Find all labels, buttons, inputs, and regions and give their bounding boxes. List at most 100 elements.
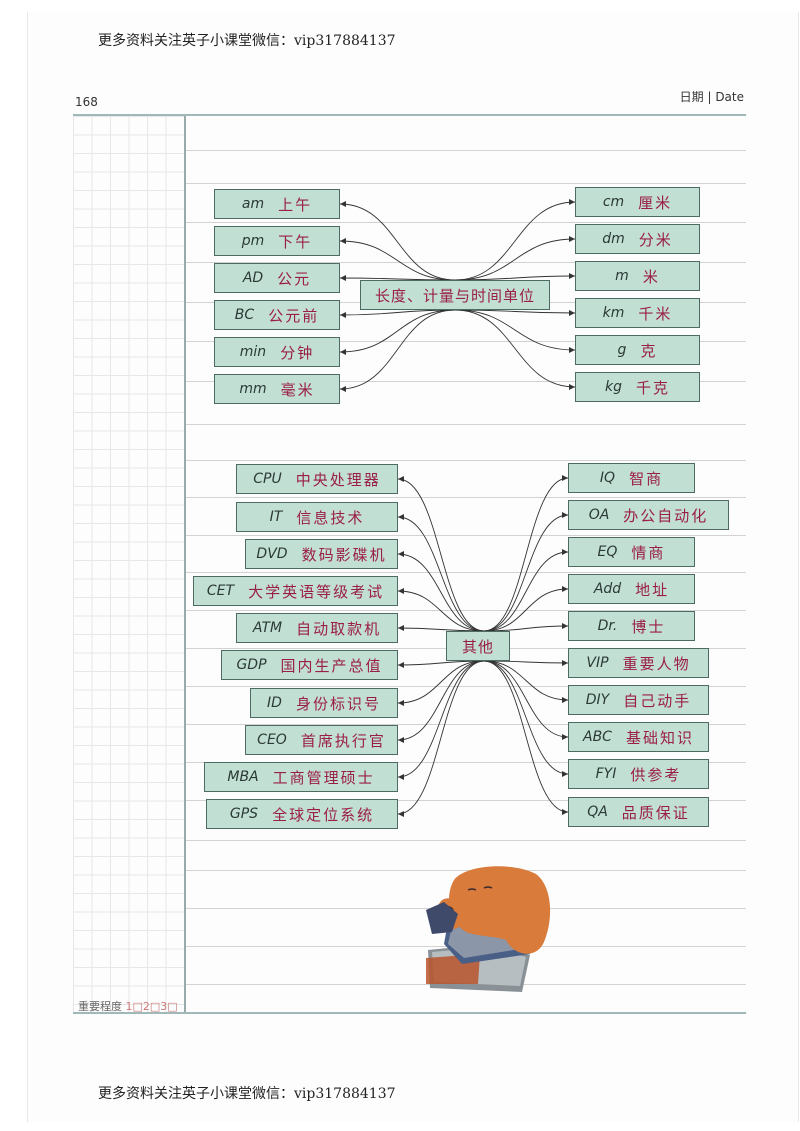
arrowhead <box>562 586 568 592</box>
arrowhead <box>562 734 568 740</box>
connector-curve <box>483 514 569 632</box>
abbreviation: OA <box>588 507 610 523</box>
abbreviation: ATM <box>252 620 283 636</box>
abbreviation: FYI <box>595 766 617 782</box>
abbreviation: Add <box>593 581 622 597</box>
connector-curve <box>454 238 576 281</box>
chinese-meaning: 供参考 <box>630 765 682 784</box>
arrowhead <box>398 700 404 706</box>
chinese-meaning: 下午 <box>278 232 313 251</box>
arrowhead <box>562 549 568 555</box>
abbreviation: min <box>239 344 267 360</box>
chinese-meaning: 上午 <box>278 195 313 214</box>
header-rule <box>73 114 746 116</box>
connector-curve <box>397 590 485 632</box>
arrowhead <box>569 236 575 242</box>
importance-rating: 重要程度 1□2□3□ <box>78 998 178 1014</box>
chinese-meaning: 米 <box>642 267 660 286</box>
chinese-meaning: 分钟 <box>280 343 315 362</box>
abbreviation: BC <box>234 307 255 323</box>
chinese-meaning: 品质保证 <box>621 803 690 822</box>
abbreviation: g <box>617 342 627 358</box>
connector-curve <box>483 477 569 632</box>
abbreviation: m <box>615 268 629 284</box>
center-node-units: 长度、计量与时间单位 <box>360 280 550 310</box>
abbreviation: GPS <box>229 806 259 822</box>
connector-curve <box>339 240 456 281</box>
importance-label: 重要程度 <box>78 1000 122 1013</box>
ruled-line <box>186 762 746 763</box>
connector-curve <box>397 660 485 815</box>
page-number: 168 <box>75 95 98 109</box>
arrowhead <box>562 809 568 815</box>
arrowhead <box>562 660 568 666</box>
arrowhead <box>340 386 346 392</box>
chinese-meaning: 情商 <box>631 543 666 562</box>
abbreviation: AD <box>242 270 264 286</box>
ruled-line <box>186 424 746 425</box>
ruled-line <box>186 610 746 611</box>
arrowhead <box>562 771 568 777</box>
arrowhead <box>569 310 575 316</box>
ruled-line <box>186 222 746 223</box>
connector-curve <box>397 660 485 741</box>
ruled-line <box>186 800 746 801</box>
ruled-line <box>186 381 746 382</box>
ruled-line <box>186 870 746 871</box>
abbreviation: EQ <box>597 544 618 560</box>
ruled-line <box>186 262 746 263</box>
ruled-line <box>186 686 746 687</box>
ruled-line <box>186 341 746 342</box>
connector-curve <box>483 551 569 632</box>
connector-curve <box>397 660 485 704</box>
abbreviation: Dr. <box>597 618 618 634</box>
chinese-meaning: 重要人物 <box>622 654 691 673</box>
connector-curve <box>397 660 485 778</box>
chinese-meaning: 毫米 <box>280 380 315 399</box>
connector-curve <box>454 309 576 388</box>
connector-curve <box>397 478 485 632</box>
ruled-line <box>186 497 746 498</box>
abbreviation: kg <box>604 379 622 395</box>
connector-curve <box>339 277 456 281</box>
chinese-meaning: 智商 <box>629 469 664 488</box>
abbreviation: IT <box>269 509 283 525</box>
arrowhead <box>398 476 404 482</box>
margin-grid <box>73 116 184 1012</box>
ruled-line <box>186 150 746 151</box>
chinese-meaning: 千米 <box>638 304 673 323</box>
abbreviation: pm <box>241 233 265 249</box>
left-node-units: mm 毫米 <box>214 374 340 404</box>
left-node-units: pm 下午 <box>214 226 340 256</box>
arrowhead <box>569 273 575 279</box>
arrowhead <box>569 347 575 353</box>
arrowhead <box>569 384 575 390</box>
chinese-meaning: 分米 <box>638 230 673 249</box>
right-node-other: IQ 智商 <box>568 463 695 493</box>
arrowhead <box>340 312 346 318</box>
arrowhead <box>398 737 404 743</box>
connector-curve <box>483 660 569 738</box>
chinese-meaning: 博士 <box>631 617 666 636</box>
abbreviation: mm <box>239 381 267 397</box>
footer-rule <box>73 1012 746 1014</box>
connector-curve <box>483 660 569 701</box>
abbreviation: ABC <box>583 729 612 745</box>
connector-curve <box>339 309 456 390</box>
connector-curve <box>397 627 485 632</box>
abbreviation: IQ <box>599 470 616 486</box>
connector-curve <box>397 516 485 632</box>
connector-curve <box>397 660 485 666</box>
abbreviation: km <box>602 305 625 321</box>
watermark-top: 更多资料关注英子小课堂微信：vip317884137 <box>98 33 396 49</box>
